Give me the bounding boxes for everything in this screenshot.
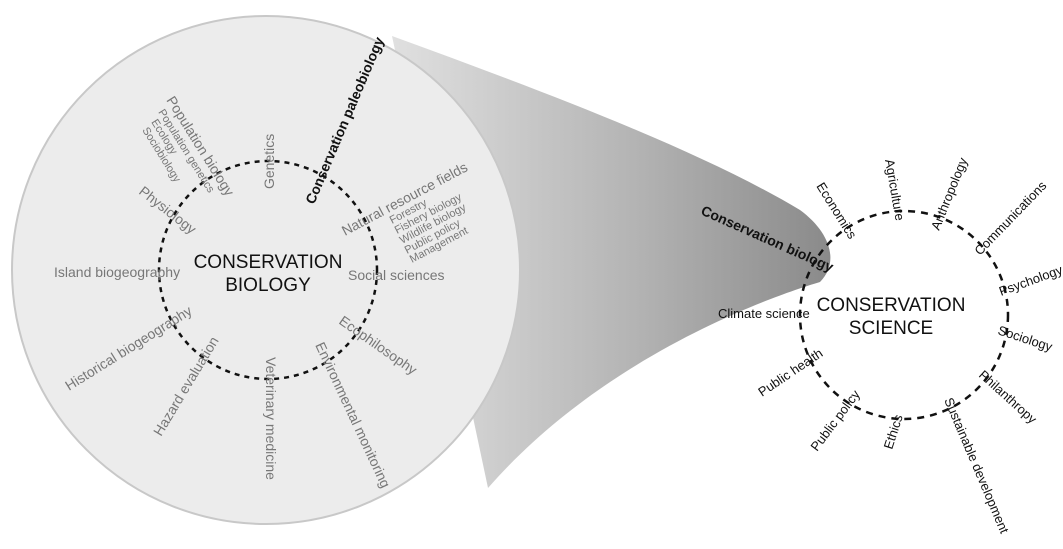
label-sociology: Sociology (996, 323, 1055, 355)
label-communications: Communications (971, 178, 1049, 258)
right-center-title-line1: CONSERVATION (817, 295, 966, 316)
left-center-title-line2: BIOLOGY (225, 275, 311, 296)
label-public-health: Public health (755, 345, 825, 399)
left-center-title-line1: CONSERVATION (194, 252, 343, 273)
label-public-policy-right: Public policy (807, 387, 863, 454)
label-veterinary-medicine: Veterinary medicine (263, 357, 279, 480)
left-dashed-ring (157, 159, 379, 381)
right-dashed-ring (798, 209, 1010, 421)
label-philanthropy: Philanthropy (976, 367, 1040, 427)
label-genetics: Genetics (261, 134, 277, 189)
label-sustainable-development: Sustainable development (941, 395, 1012, 536)
label-climate-science: Climate science (718, 306, 810, 321)
label-social-sciences: Social sciences (348, 267, 445, 283)
right-center-title-line2: SCIENCE (849, 318, 933, 339)
zoom-cone (392, 36, 831, 488)
label-psychology: Psychology (997, 262, 1063, 299)
label-island-biogeography: Island biogeography (54, 264, 180, 280)
magnified-circle (11, 15, 521, 525)
